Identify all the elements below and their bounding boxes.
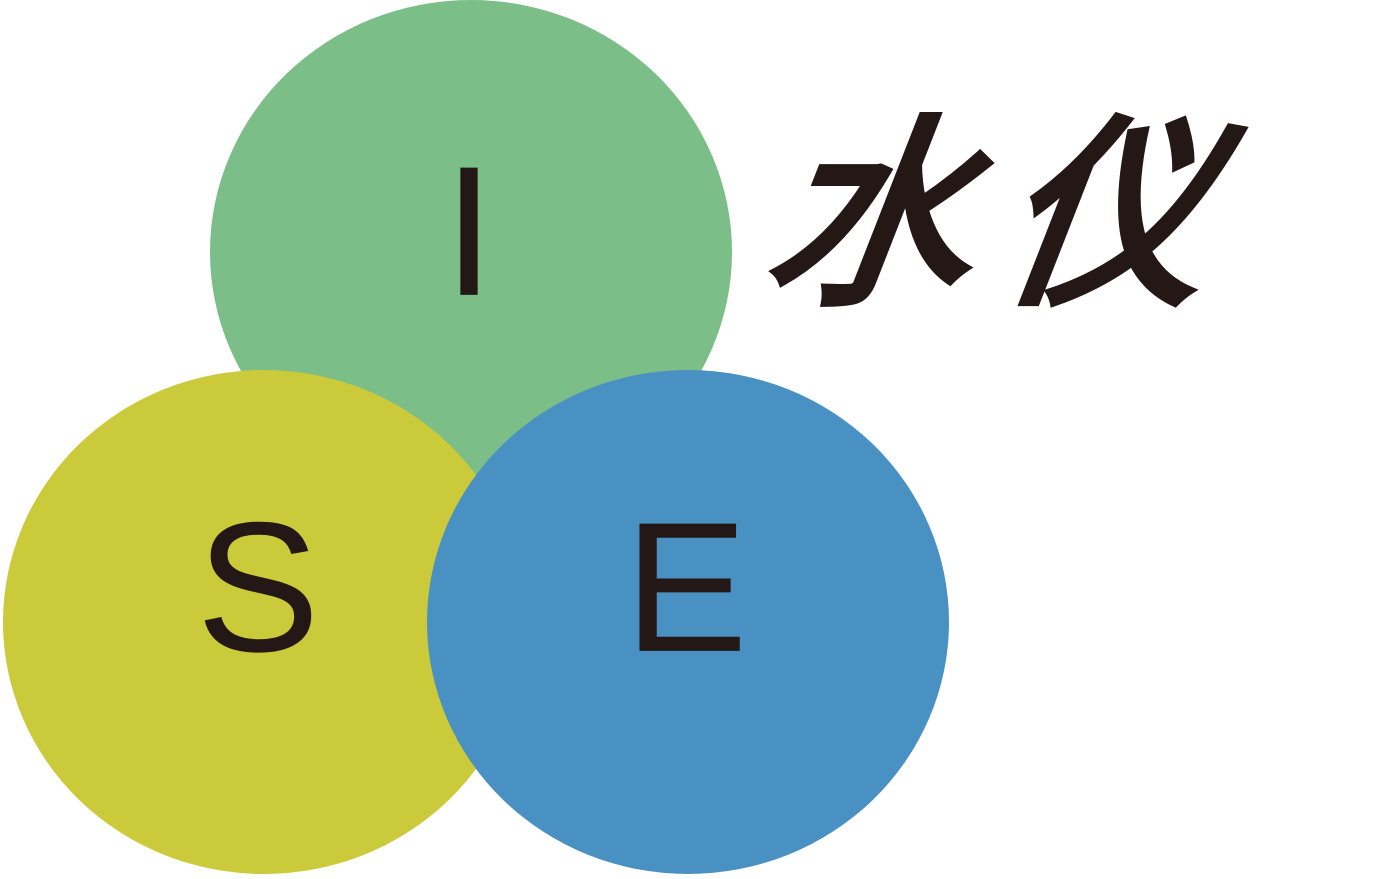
circle-blue	[427, 370, 949, 874]
circle-green	[210, 0, 732, 504]
letter-i: I	[443, 129, 494, 335]
circle-yellow	[3, 370, 525, 874]
calligraphy-title: 水仪	[753, 95, 1257, 336]
letter-e: E	[624, 485, 747, 691]
letter-s: S	[196, 485, 319, 691]
